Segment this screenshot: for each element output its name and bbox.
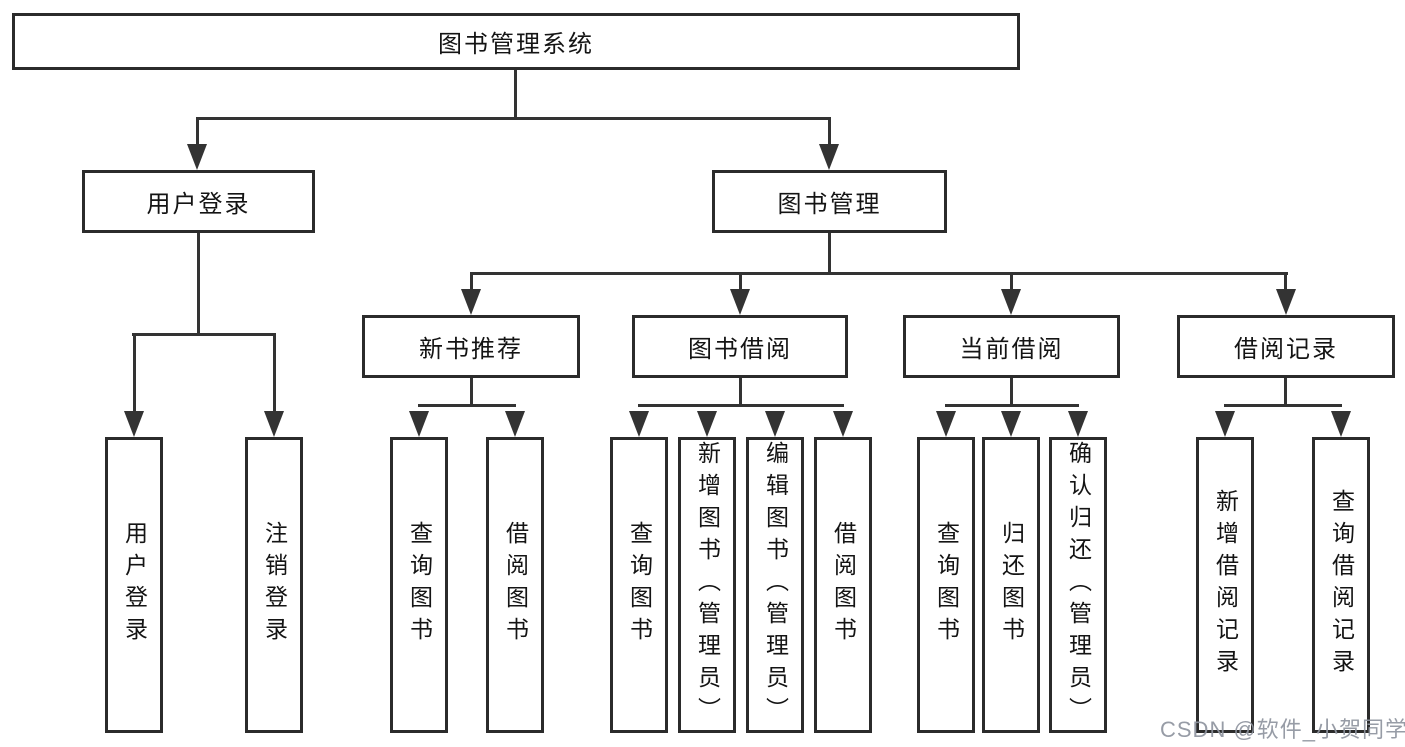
node-current-borrowing: 当前借阅 [903,315,1120,378]
arrow-down-icon [505,411,525,437]
arrow-down-icon [730,289,750,315]
connector-recommend-down [470,378,473,406]
leaf-add-borrow-record: 新增借阅记录 [1196,437,1254,733]
connector-level3-stem [470,274,473,291]
leaf-confirm-return-admin: 确认归还（管理员） [1049,437,1107,733]
connector-recommend-bar [418,404,516,407]
arrow-down-icon [936,411,956,437]
connector-user-login-stem [196,117,199,147]
arrow-down-icon [1001,289,1021,315]
connector-user-login-bar [132,333,276,336]
connector-records-bar [1224,404,1342,407]
connector-records-down [1284,378,1287,406]
arrow-down-icon [1276,289,1296,315]
connector-book-management-down [828,233,831,274]
leaf-edit-book-admin: 编辑图书（管理员） [746,437,804,733]
node-book-borrowing: 图书借阅 [632,315,848,378]
leaf-logout: 注销登录 [245,437,303,733]
node-borrowing-records: 借阅记录 [1177,315,1395,378]
connector-current-down [1010,378,1013,406]
arrow-down-icon [264,411,284,437]
leaf-query-books-borrowing: 查询图书 [610,437,668,733]
arrow-down-icon [409,411,429,437]
arrow-down-icon [1001,411,1021,437]
node-library-management-system: 图书管理系统 [12,13,1020,70]
arrow-down-icon [833,411,853,437]
connector-user-login-down [197,233,200,335]
connector-leaf-stem [133,335,136,413]
connector-level3-stem [1284,274,1287,291]
arrow-down-icon [1215,411,1235,437]
arrow-down-icon [697,411,717,437]
leaf-borrow-books-borrowing: 借阅图书 [814,437,872,733]
watermark: CSDN @软件_小贺同学 [1160,717,1405,742]
arrow-down-icon [629,411,649,437]
connector-level3-stem [1010,274,1013,291]
connector-root-stem [514,70,517,119]
connector-leaf-stem [273,335,276,413]
node-book-management: 图书管理 [712,170,947,233]
connector-borrowing-down [739,378,742,406]
connector-book-management-stem [828,117,831,147]
leaf-add-book-admin: 新增图书（管理员） [678,437,736,733]
arrow-down-icon [187,144,207,170]
node-user-login: 用户登录 [82,170,315,233]
connector-level3-stem [739,274,742,291]
connector-root-bar [196,117,831,120]
connector-book-management-bar [470,272,1288,275]
leaf-query-books-recommend: 查询图书 [390,437,448,733]
leaf-borrow-books-recommend: 借阅图书 [486,437,544,733]
arrow-down-icon [461,289,481,315]
connector-borrowing-bar [638,404,844,407]
leaf-user-login: 用户登录 [105,437,163,733]
leaf-query-books-current: 查询图书 [917,437,975,733]
leaf-query-borrow-record: 查询借阅记录 [1312,437,1370,733]
arrow-down-icon [1068,411,1088,437]
arrow-down-icon [819,144,839,170]
arrow-down-icon [765,411,785,437]
arrow-down-icon [124,411,144,437]
arrow-down-icon [1331,411,1351,437]
leaf-return-book: 归还图书 [982,437,1040,733]
node-new-book-recommend: 新书推荐 [362,315,580,378]
connector-current-bar [945,404,1079,407]
